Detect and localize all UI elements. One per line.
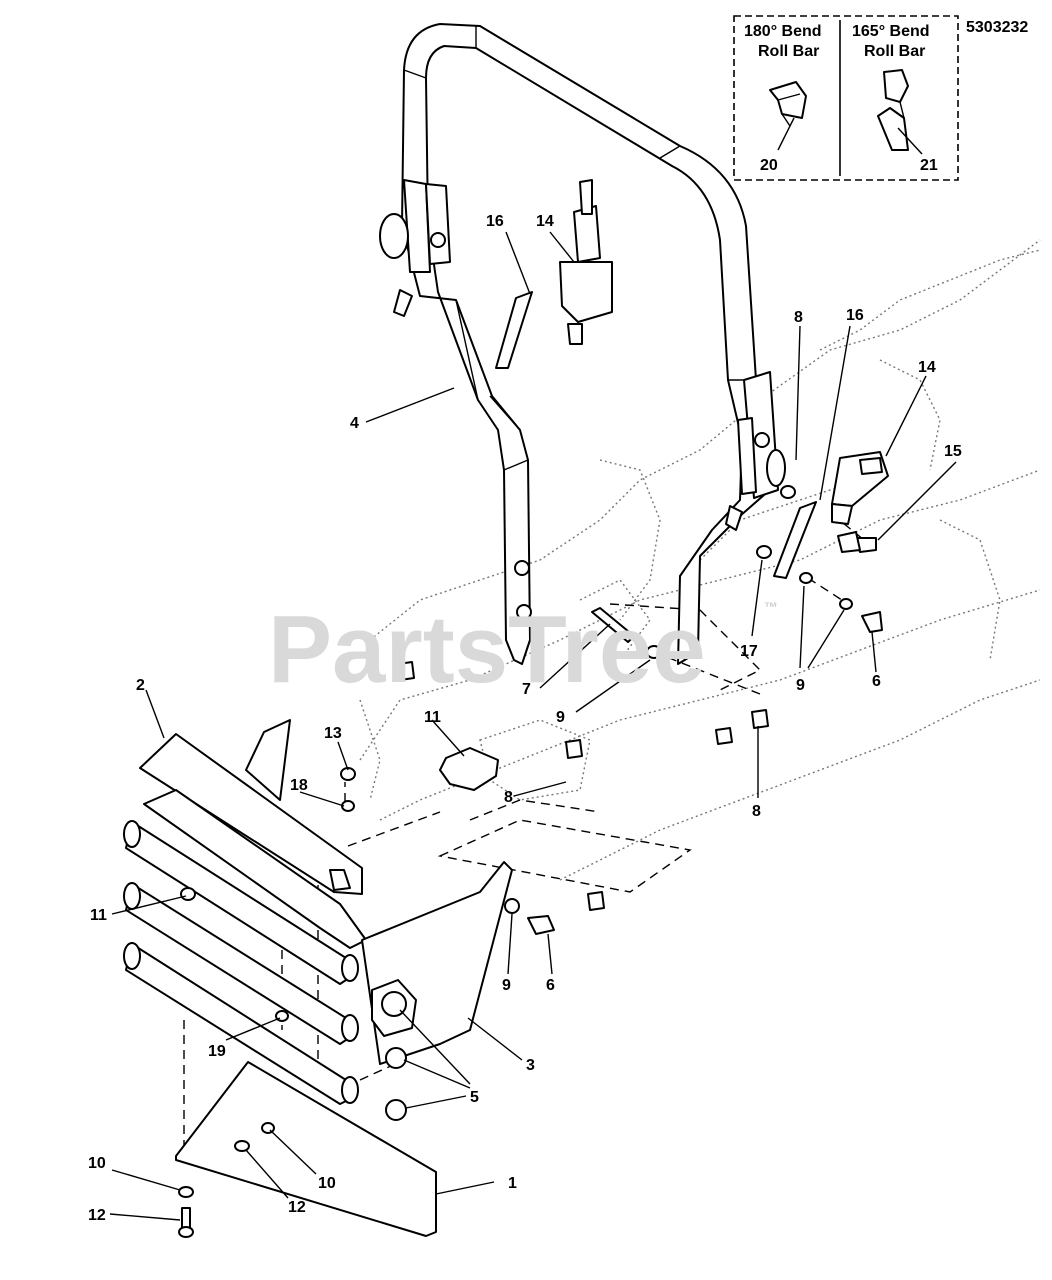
callout-2: 2 [136,677,145,694]
inset-left-title-line2: Roll Bar [758,43,819,60]
callout-11-left: 11 [90,907,107,924]
callout-8-bottom: 8 [752,803,761,820]
callout-6-right: 6 [872,673,881,690]
mount-bracket-11 [439,747,499,791]
callout-6-lower: 6 [546,977,555,994]
callout-10-right: 10 [318,1175,336,1192]
callout-17: 17 [740,643,758,660]
callout-12-left: 12 [88,1207,106,1224]
inset-right-title-line1: 165° Bend [852,23,930,40]
roll-bar-165-bend-sketch [877,69,909,151]
callout-18: 18 [290,777,308,794]
callout-8-top: 8 [794,309,803,326]
callout-12-right: 12 [288,1199,306,1216]
callout-19: 19 [208,1043,226,1060]
callout-4: 4 [350,415,359,432]
inset-right-title-line2: Roll Bar [864,43,925,60]
callout-9-right: 9 [796,677,805,694]
leader-lines [109,231,957,1221]
roll-bar-hardware [397,485,883,911]
callout-3: 3 [526,1057,535,1074]
seat-belt-retractor-left [559,179,613,345]
callout-15: 15 [944,443,962,460]
seat-belt-strap-left [495,291,533,369]
watermark-tm: ™ [764,599,778,615]
callout-9-lower: 9 [502,977,511,994]
callout-14-left: 14 [536,213,554,230]
small-hardware [178,531,861,1238]
base-plate-1 [175,1061,437,1237]
inset-callout-20: 20 [760,157,778,174]
callout-8-mid: 8 [504,789,513,806]
mower-frame-ghost [359,239,1041,881]
callout-13: 13 [324,725,342,742]
callout-7: 7 [522,681,531,698]
inset-box: 180° Bend Roll Bar 165° Bend Roll Bar 20… [733,15,959,181]
seat-belt-buckle-right [831,451,889,525]
callout-16-right: 16 [846,307,864,324]
weight-bracket-assembly [123,719,513,1121]
inset-left-title-line1: 180° Bend [744,23,822,40]
callout-10-left: 10 [88,1155,106,1172]
callout-labels: 16 14 4 8 16 14 15 17 7 9 9 6 2 13 11 18… [88,213,962,1224]
callout-1: 1 [508,1175,517,1192]
callout-5: 5 [470,1089,479,1106]
watermark: PartsTree [268,596,706,703]
callout-14-right: 14 [918,359,936,376]
roll-bar-180-bend-sketch [769,81,807,127]
mount-plate-outline [437,819,692,893]
callout-16-left: 16 [486,213,504,230]
seat-belt-strap-right [773,501,817,579]
callout-11-plate: 11 [424,709,441,726]
inset-callout-21: 21 [920,157,938,174]
part-number: 5303232 [966,19,1028,36]
callout-9-mid: 9 [556,709,565,726]
roll-bar [379,23,786,665]
